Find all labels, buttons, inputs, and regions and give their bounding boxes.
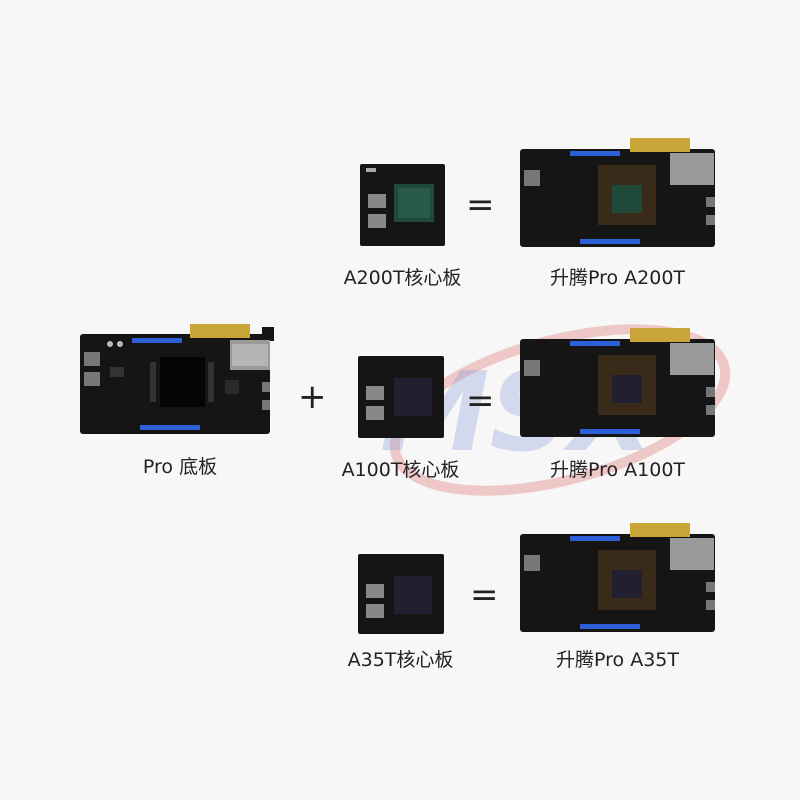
pro-a100t-label: 升腾Pro A100T bbox=[549, 459, 686, 481]
a35t-core-board-image bbox=[358, 554, 444, 634]
pro-a100t-board-image bbox=[520, 328, 715, 437]
pro-base-board-label: Pro 底板 bbox=[142, 456, 218, 478]
pro-a35t-label: 升腾Pro A35T bbox=[556, 649, 679, 671]
pro-a200t-board-image bbox=[520, 138, 715, 247]
a35t-core-label: A35T核心板 bbox=[347, 649, 454, 671]
a200t-core-label: A200T核心板 bbox=[343, 267, 462, 289]
equals-sign-row3: = bbox=[470, 575, 499, 615]
a100t-core-board-image bbox=[358, 356, 444, 438]
equals-sign-row2: = bbox=[466, 381, 495, 421]
pro-a35t-board-image bbox=[520, 523, 715, 632]
pro-a200t-label: 升腾Pro A200T bbox=[549, 267, 686, 289]
a200t-core-board-image bbox=[360, 164, 445, 246]
plus-sign: + bbox=[298, 377, 327, 417]
pro-base-board-image bbox=[80, 324, 274, 434]
a100t-core-label: A100T核心板 bbox=[341, 459, 460, 481]
equals-sign-row1: = bbox=[466, 185, 495, 225]
